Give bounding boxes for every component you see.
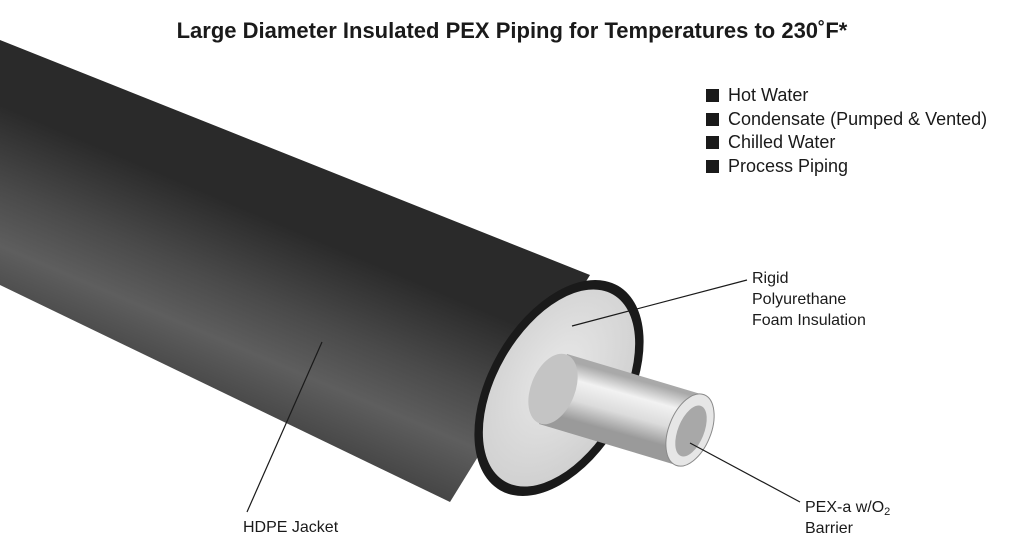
pex-pipe-body	[539, 354, 704, 465]
leader-line-foam	[571, 279, 748, 327]
applications-list: Hot Water Condensate (Pumped & Vented) C…	[706, 84, 987, 178]
pex-pipe-bore	[675, 405, 707, 457]
hdpe-jacket-label: HDPE Jacket	[243, 519, 339, 536]
list-item: Process Piping	[706, 155, 987, 179]
square-bullet-icon	[706, 89, 719, 103]
page-title: Large Diameter Insulated PEX Piping for …	[176, 18, 848, 43]
list-item: Condensate (Pumped & Vented)	[706, 108, 987, 132]
pex-pipe-back-cap	[528, 353, 578, 425]
leader-line-jacket	[246, 341, 323, 513]
list-item: Chilled Water	[706, 131, 987, 155]
square-bullet-icon	[706, 159, 719, 173]
square-bullet-icon	[706, 136, 719, 150]
pex-barrier-label: PEX-a w/O2 Barrier	[805, 499, 891, 537]
hdpe-jacket-body	[0, 40, 590, 502]
leader-line-pex	[689, 442, 801, 503]
list-item: Hot Water	[706, 84, 987, 108]
square-bullet-icon	[706, 112, 719, 126]
foam-insulation-label: Rigid Polyurethane Foam Insulation	[752, 270, 866, 329]
